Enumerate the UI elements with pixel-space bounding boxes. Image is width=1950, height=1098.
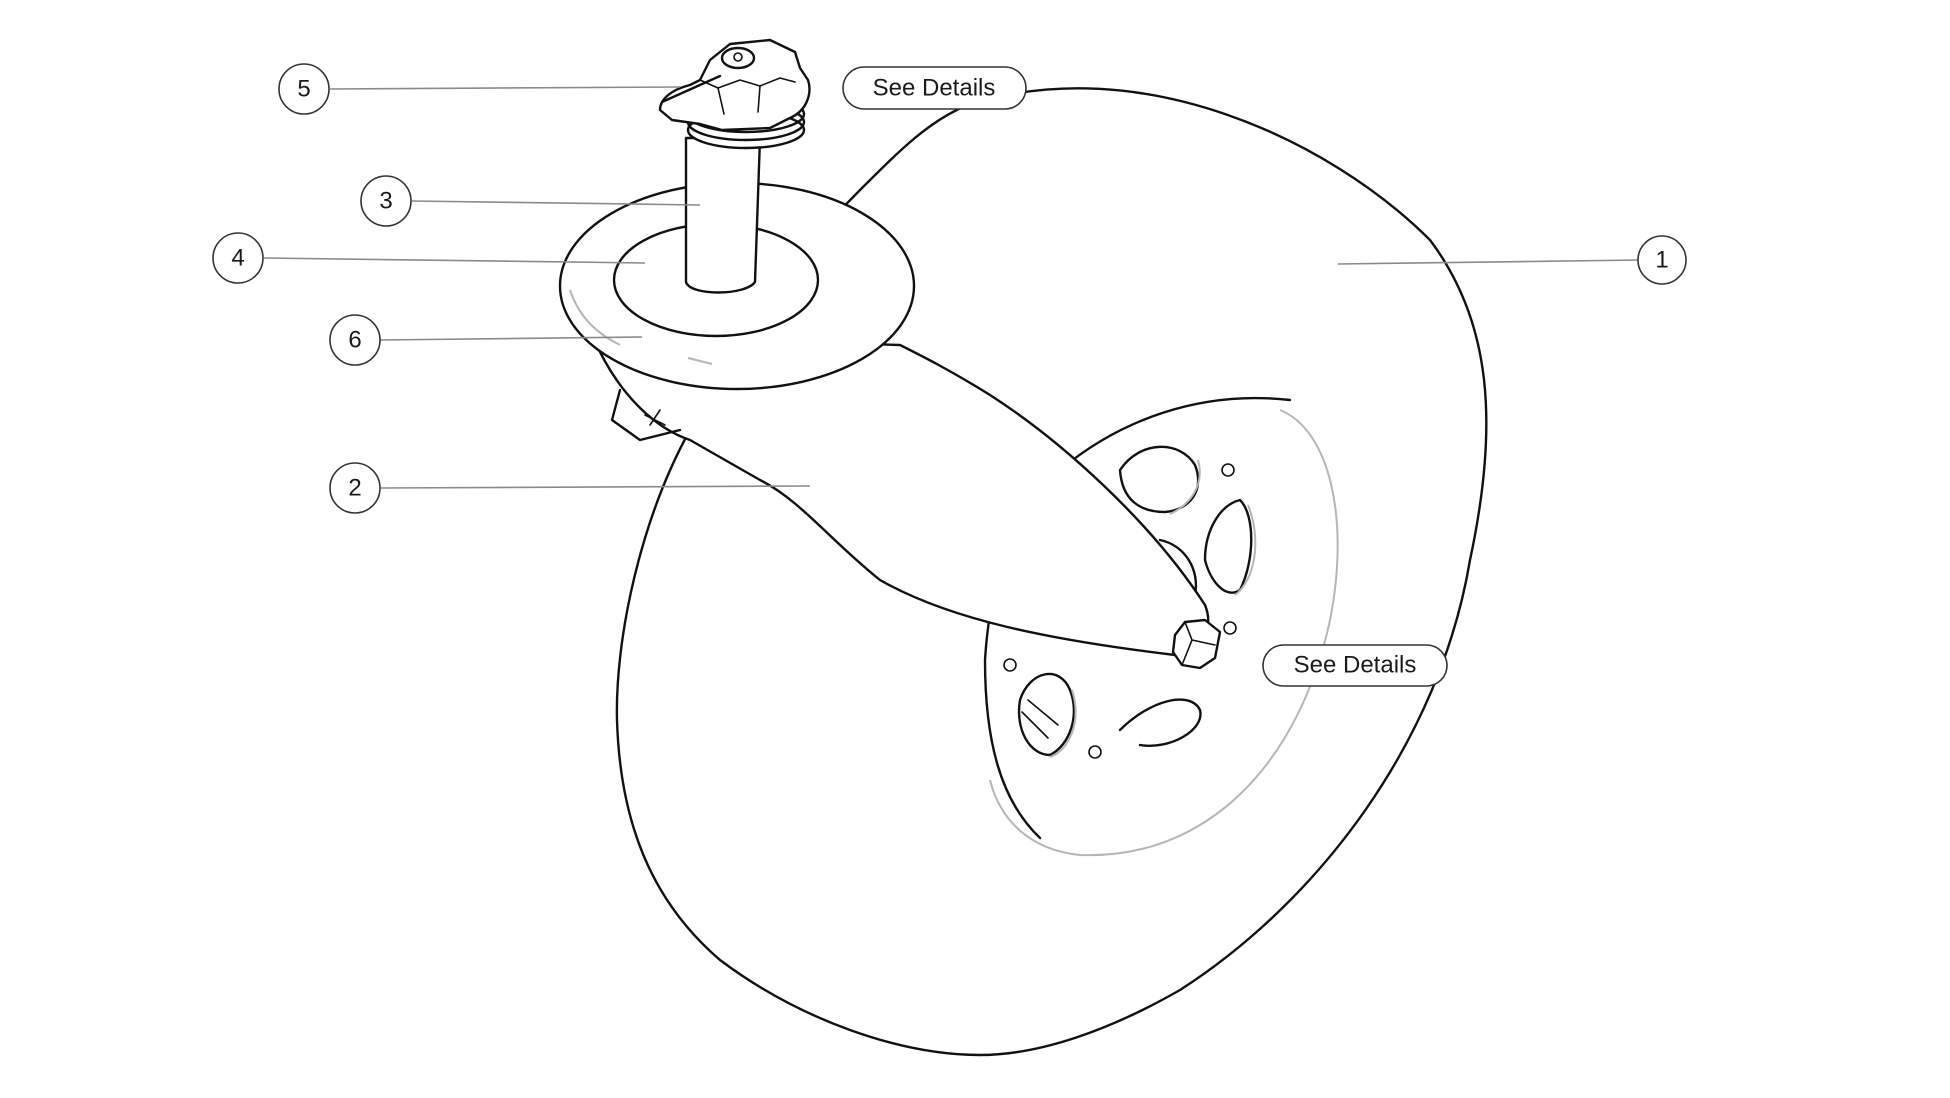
callout-6: 6 — [329, 314, 381, 366]
callout-2-label: 2 — [348, 475, 361, 502]
leader-lines — [263, 86, 1641, 489]
fork-arm — [590, 333, 1222, 670]
callout-4-label: 4 — [231, 245, 244, 272]
callout-1-label: 1 — [1655, 247, 1668, 274]
wheel-hub — [1003, 445, 1257, 759]
leader-6 — [379, 336, 643, 341]
leader-5 — [329, 86, 681, 90]
leader-3 — [411, 200, 701, 206]
callout-6-label: 6 — [348, 327, 361, 354]
castle-nut — [658, 38, 811, 150]
see-details-button-hub[interactable]: See Details — [1262, 644, 1448, 687]
see-details-top-label: See Details — [873, 75, 996, 102]
callout-4: 4 — [212, 232, 264, 284]
callout-5: 5 — [278, 63, 330, 115]
callout-3: 3 — [360, 175, 412, 227]
leader-4 — [263, 257, 646, 264]
callout-3-label: 3 — [379, 188, 392, 215]
see-details-button-top[interactable]: See Details — [842, 66, 1027, 110]
callout-2: 2 — [329, 462, 381, 514]
see-details-hub-label: See Details — [1294, 652, 1417, 679]
kingpin-shaft — [684, 136, 762, 294]
leader-2 — [380, 485, 811, 489]
leader-1 — [1337, 259, 1641, 265]
callout-5-label: 5 — [297, 76, 310, 103]
callout-1: 1 — [1637, 235, 1687, 285]
